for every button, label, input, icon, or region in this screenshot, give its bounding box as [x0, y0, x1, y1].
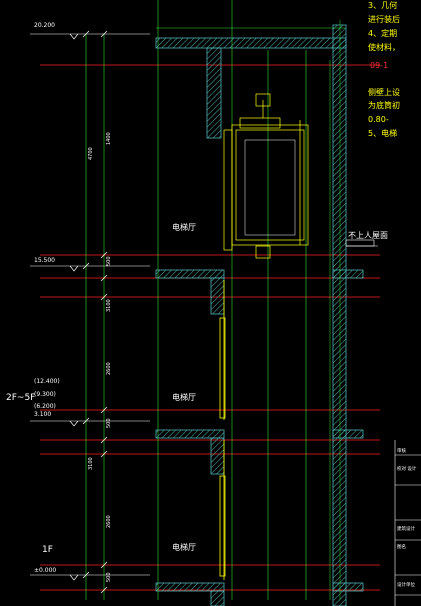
- floor-tag-1f: 1F: [42, 545, 53, 555]
- level-0000: ±0.000: [34, 567, 56, 574]
- floor-tag-2f-5f: 2F~5F: [6, 393, 35, 403]
- svg-text:使材料，: 使材料，: [368, 42, 400, 52]
- left-upper-wall: [206, 47, 222, 139]
- room-label-top: 电梯厅: [172, 222, 196, 232]
- title-block-row2: 校对 设计: [397, 465, 417, 472]
- level-markers: [69, 33, 79, 581]
- alt-elevation-1: (12.400): [34, 378, 60, 385]
- svg-text:3100: 3100: [106, 299, 112, 312]
- red-floor-lines: [40, 64, 380, 591]
- svg-text:2600: 2600: [106, 362, 112, 375]
- title-block-row4: 图名: [397, 543, 406, 550]
- svg-text:侧壁上设: 侧壁上设: [368, 87, 400, 97]
- roof-parapet: [345, 239, 375, 247]
- svg-text:4700: 4700: [88, 147, 94, 160]
- counterweight: [244, 139, 296, 236]
- room-label-mid: 电梯厅: [172, 392, 196, 402]
- roof-slab: [155, 37, 347, 49]
- level-3100: 3.100: [34, 411, 51, 418]
- alt-elevation-3: (6.200): [34, 403, 56, 410]
- svg-text:09-1: 09-1: [370, 61, 388, 70]
- svg-text:为底筒初: 为底筒初: [368, 100, 400, 110]
- room-label-bottom: 电梯厅: [172, 542, 196, 552]
- svg-text:1400: 1400: [106, 132, 112, 145]
- level-lines: [30, 33, 150, 576]
- landing-doors: [219, 280, 226, 580]
- guide-rails: [329, 20, 341, 600]
- svg-text:500: 500: [106, 572, 112, 582]
- roof-note: 不上人屋面: [348, 231, 388, 240]
- svg-text:进行装后: 进行装后: [368, 14, 400, 24]
- floor-slabs: [155, 269, 364, 606]
- right-notes: 3、几何 进行装后 4、定期 使材料， 09-1 侧壁上设 为底筒初 0.80-…: [368, 0, 400, 138]
- svg-text:500: 500: [106, 418, 112, 428]
- dimension-lines: [85, 0, 345, 600]
- svg-text:0.80-: 0.80-: [368, 115, 389, 124]
- svg-text:4、定期: 4、定期: [368, 28, 397, 38]
- dimension-labels: 4700 1400 500 3100 2600 500 2600 500 310…: [88, 132, 112, 582]
- title-block-row1: 审核: [397, 447, 406, 454]
- title-block-row3: 建筑设计: [397, 525, 415, 532]
- level-20200: 20.200: [34, 22, 55, 29]
- alt-elevation-2: (9.300): [34, 391, 56, 398]
- dimension-ticks: [82, 30, 108, 594]
- elevator-car: [223, 93, 309, 259]
- right-shaft-wall: [332, 24, 347, 606]
- svg-text:500: 500: [106, 256, 112, 266]
- svg-text:3100: 3100: [88, 457, 94, 470]
- title-block: [394, 440, 421, 606]
- svg-text:5、电梯: 5、电梯: [368, 128, 397, 138]
- level-15500: 15.500: [34, 257, 55, 264]
- svg-text:3、几何: 3、几何: [368, 0, 397, 10]
- title-block-row5: 设计单位: [397, 581, 415, 588]
- svg-text:2600: 2600: [106, 515, 112, 528]
